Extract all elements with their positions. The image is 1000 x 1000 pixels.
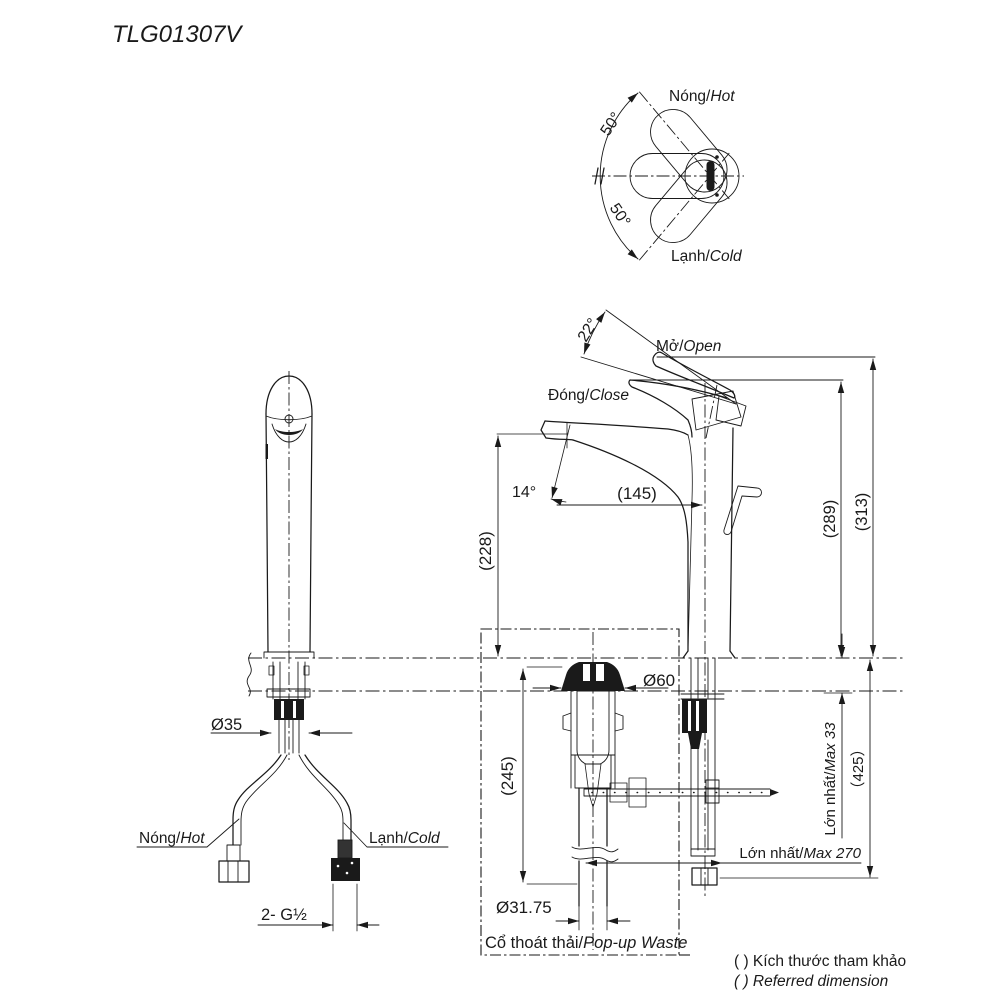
popup-waste-box <box>480 628 680 956</box>
spout-reach-label: (145) <box>617 484 657 503</box>
drain-flange <box>561 662 625 691</box>
under-counter-right: Lớn nhất/Max 33 （425） Lớn nhất/Max 270 <box>585 633 879 886</box>
title-block: TLG01307V <box>112 21 243 48</box>
close-label: Đóng/Close <box>548 387 629 404</box>
spout-height-label: (228) <box>476 531 495 571</box>
hot-supply-hose <box>232 754 282 846</box>
rotation-arc <box>599 92 639 260</box>
countertop <box>246 652 905 697</box>
body-length-label: (245) <box>498 756 517 796</box>
max-deck-thickness-label: Lớn nhất/Max 33 <box>822 722 839 836</box>
faucet-side-view <box>540 351 762 897</box>
pipe-diameter-label: Ø31.75 <box>496 898 552 917</box>
handle-angle-label: 22° <box>575 315 602 345</box>
hot-label-top-view: Nóng/Hot <box>669 88 735 105</box>
side-view-annotations: 22° Mở/Open Đóng/Close 14° (145) (228) (… <box>476 309 877 657</box>
break-mark <box>246 652 252 697</box>
note-referred-vi: ( ) Kích thước tham khảo <box>734 953 906 970</box>
open-label: Mở/Open <box>656 338 721 355</box>
hot-label-front-view: Nóng/Hot <box>139 830 205 847</box>
handle-cap-outline <box>684 148 740 204</box>
handle-pivot-mark <box>706 161 715 191</box>
notes: ( ) Kích thước tham khảo ( ) Referred di… <box>734 953 906 990</box>
lift-rod-knob <box>723 485 762 535</box>
rod-hex-nut <box>691 867 718 886</box>
mounting-nut-side <box>682 699 707 733</box>
handle-rotation-top-view: Nóng/Hot Lạnh/Cold 50° 50° <box>592 88 744 265</box>
cold-hose-nut <box>331 858 360 881</box>
faucet-front-view: Nóng/Hot Lạnh/Cold Ø35 2- G½ <box>136 371 449 932</box>
flange-diameter-label: Ø60 <box>643 671 675 690</box>
rod-clevis <box>628 777 647 808</box>
mounting-nut-front <box>274 699 304 720</box>
spout-outlet-front <box>275 429 303 435</box>
spout-angle-label: 14° <box>512 484 536 501</box>
angle-lower-label: 50° <box>606 200 634 230</box>
cold-label-top-view: Lạnh/Cold <box>671 248 743 265</box>
total-depth-label: （425） <box>850 741 867 796</box>
height-open-label: (313) <box>853 493 871 532</box>
base-diameter-label: Ø35 <box>211 716 242 734</box>
model-number: TLG01307V <box>112 21 243 48</box>
angle-upper-label: 50° <box>598 109 626 139</box>
note-referred-en: ( ) Referred dimension <box>734 973 888 990</box>
max-rod-length-label: Lớn nhất/Max 270 <box>739 845 861 862</box>
hose-thread-label: 2- G½ <box>261 906 307 924</box>
popup-waste-view: Ø60 (245) Ø31.75 Cổ thoát thải/Pop-up Wa… <box>480 628 779 956</box>
cold-supply-hose <box>304 754 352 841</box>
horizontal-popup-rod <box>583 788 771 797</box>
popup-waste-label: Cổ thoát thải/Pop-up Waste <box>485 934 687 952</box>
cold-label-front-view: Lạnh/Cold <box>369 830 441 847</box>
height-closed-label: (289) <box>821 500 839 539</box>
